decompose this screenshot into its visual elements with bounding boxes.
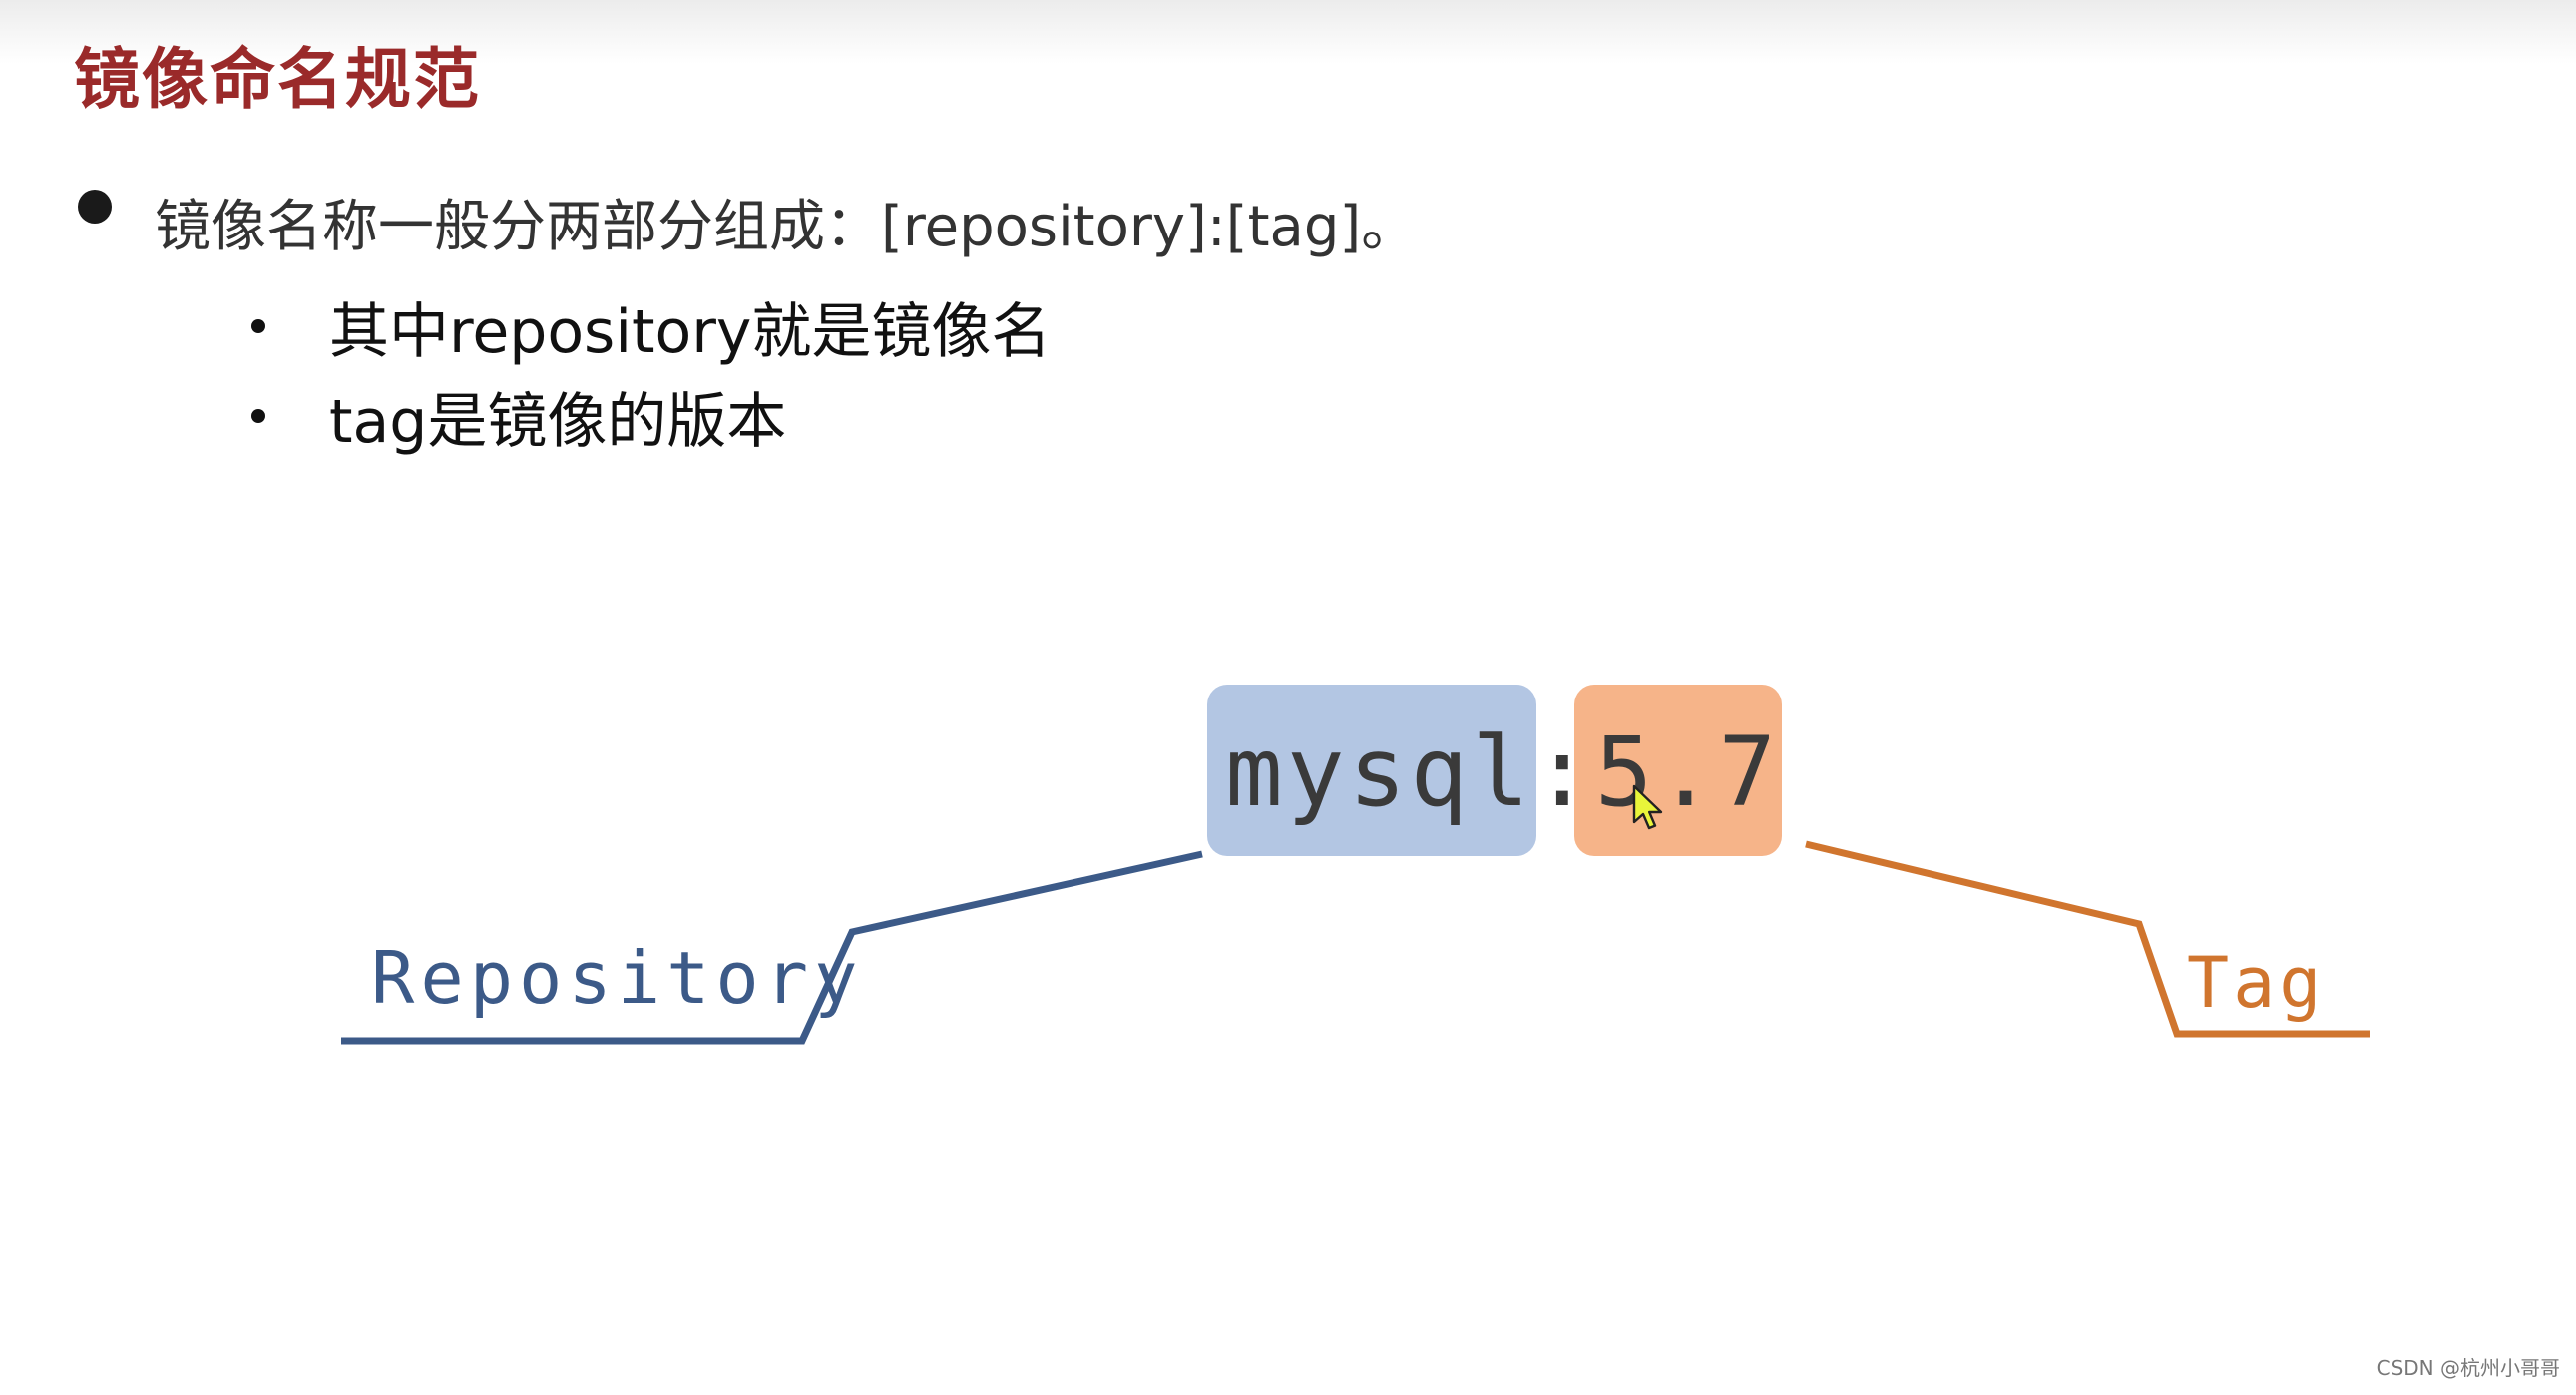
top-bar bbox=[0, 0, 2576, 64]
sub-bullet-text-2: tag是镜像的版本 bbox=[329, 387, 787, 457]
sub-bullet-dot-2 bbox=[251, 409, 265, 423]
repository-part: mysql bbox=[1225, 716, 1533, 828]
repository-label: Repository bbox=[371, 936, 864, 1020]
repository-highlight-box bbox=[1207, 685, 1536, 856]
mouse-pointer-icon bbox=[1632, 784, 1663, 830]
main-bullet-dot bbox=[78, 190, 112, 224]
image-name-example: mysql:5.7 bbox=[1225, 716, 1780, 828]
sub-bullet-dot-1 bbox=[251, 319, 265, 333]
tag-connector-line bbox=[1805, 840, 2370, 1038]
tag-highlight-box bbox=[1574, 685, 1782, 856]
tag-label: Tag bbox=[2187, 942, 2326, 1024]
sub-bullet-text-1: 其中repository就是镜像名 bbox=[329, 297, 1052, 367]
repository-connector-line bbox=[341, 850, 1203, 1045]
main-bullet-text: 镜像名称一般分两部分组成：[repository]:[tag]。 bbox=[155, 195, 1418, 259]
tag-part: 5.7 bbox=[1594, 716, 1781, 828]
watermark: CSDN @杭州小哥哥 bbox=[2376, 1356, 2560, 1380]
separator: : bbox=[1532, 716, 1595, 828]
slide-title: 镜像命名规范 bbox=[74, 41, 481, 118]
